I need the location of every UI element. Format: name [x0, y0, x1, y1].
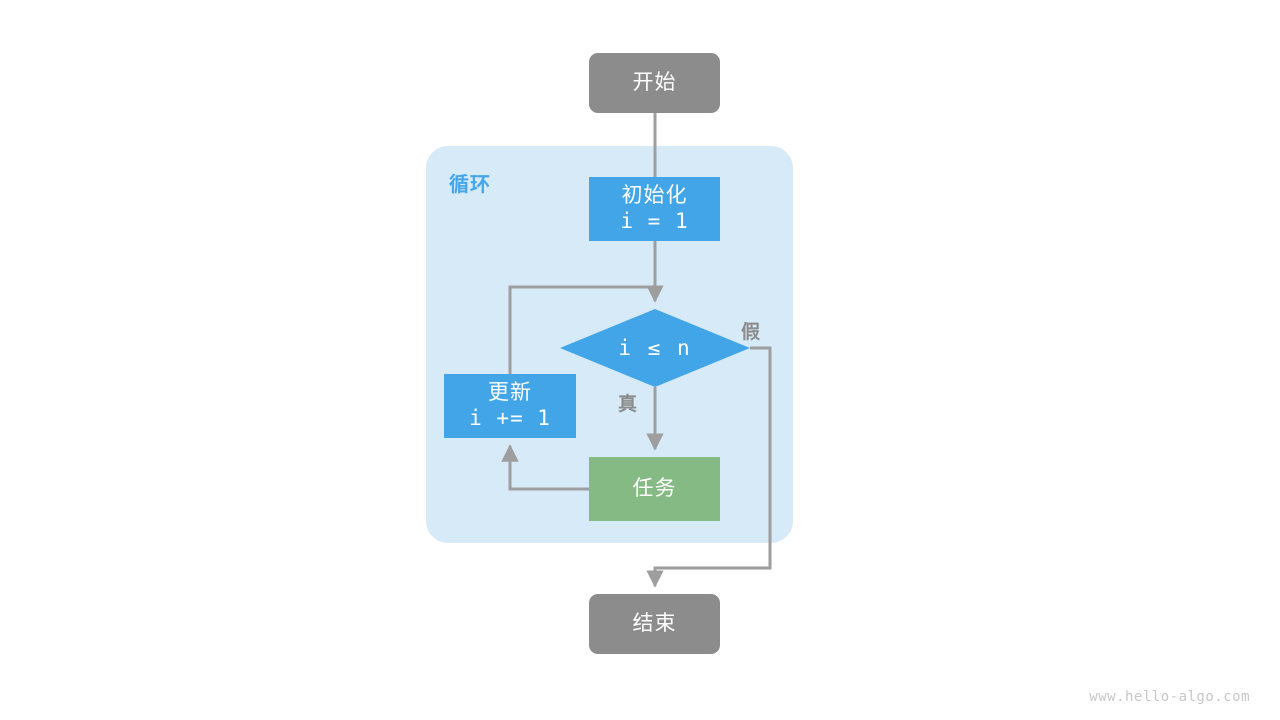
node-update-line1: 更新 [488, 381, 532, 405]
edge-label-false: 假 [741, 322, 761, 343]
node-decision[interactable]: i ≤ n [560, 309, 750, 387]
node-task[interactable]: 任务 [589, 457, 720, 521]
node-init[interactable]: 初始化 i = 1 [589, 177, 720, 241]
node-init-line1: 初始化 [621, 184, 688, 208]
node-decision-label: i ≤ n [618, 336, 692, 360]
node-task-label: 任务 [632, 477, 677, 501]
node-end-label: 结束 [632, 612, 677, 636]
edge-label-true: 真 [618, 394, 638, 415]
loop-container-label: 循环 [449, 174, 491, 196]
watermark: www.hello-algo.com [1089, 689, 1250, 705]
node-start[interactable]: 开始 [589, 53, 720, 113]
node-init-line2: i = 1 [620, 209, 689, 233]
node-end[interactable]: 结束 [589, 594, 720, 654]
node-update-line2: i += 1 [469, 406, 551, 430]
node-start-label: 开始 [632, 71, 677, 95]
node-update[interactable]: 更新 i += 1 [444, 374, 576, 438]
